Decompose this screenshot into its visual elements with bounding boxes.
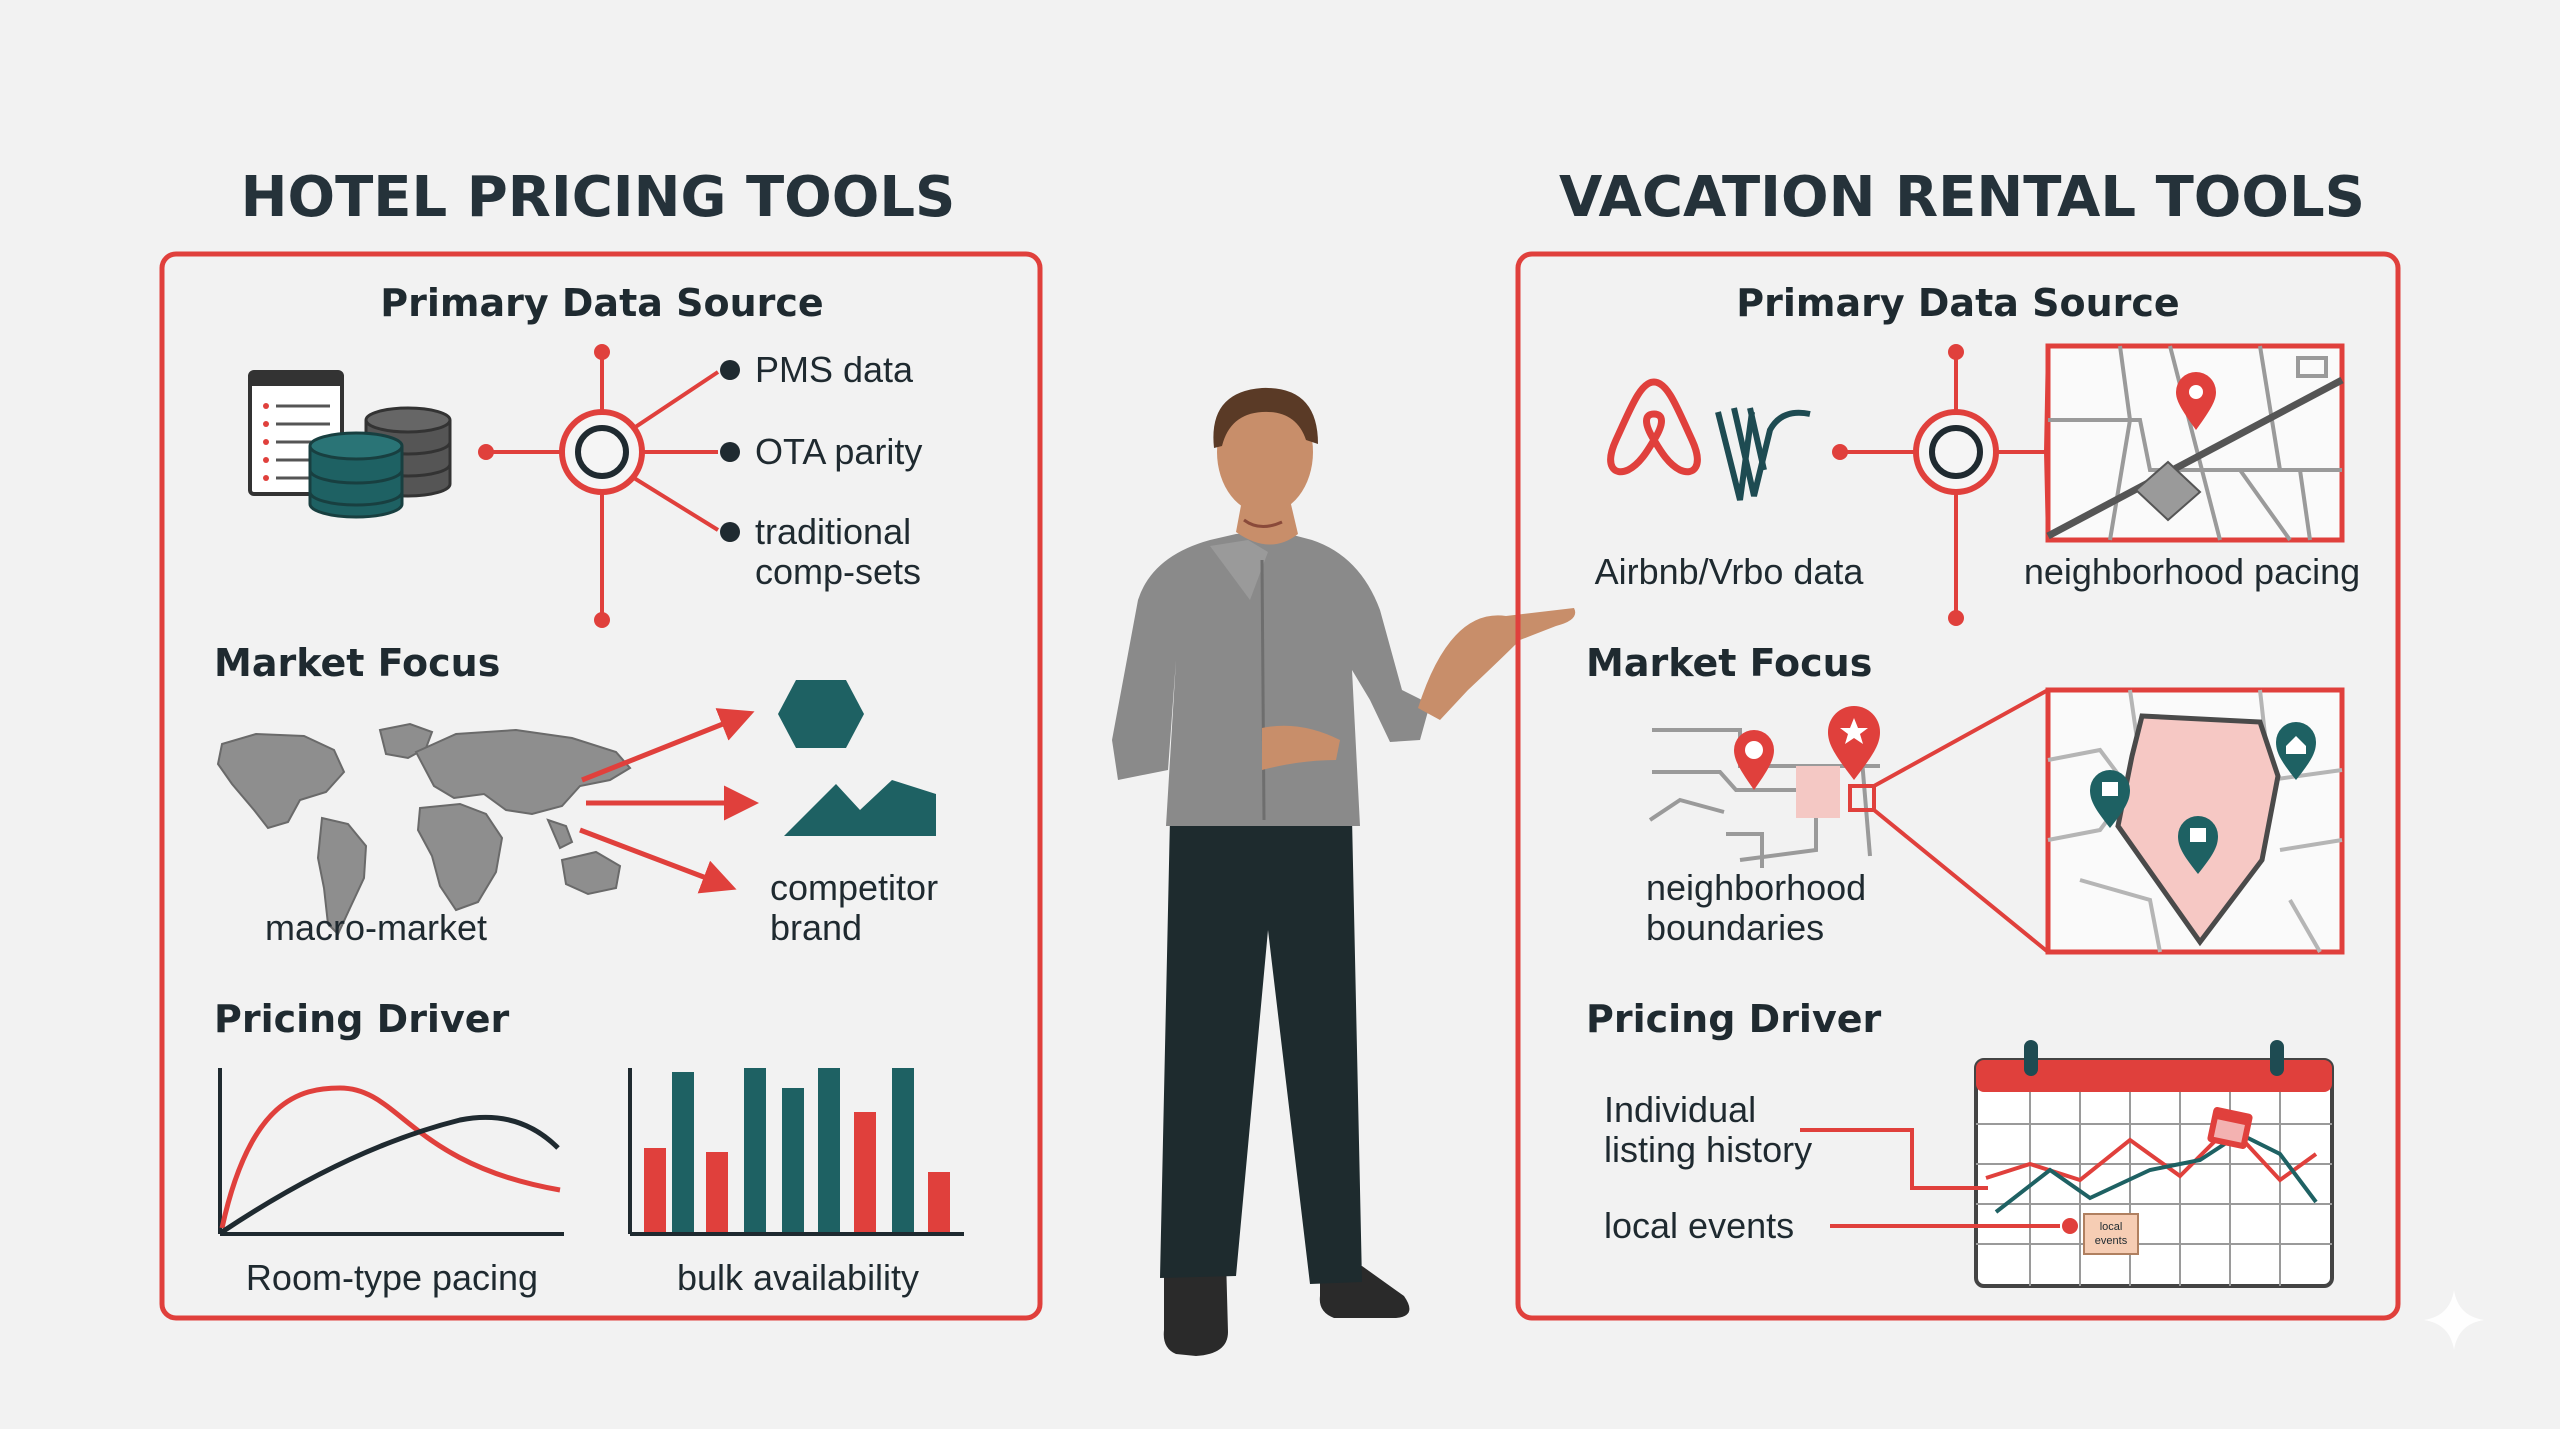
hub-node-icon [478, 344, 720, 628]
neighborhood-label: neighborhood [1646, 867, 1866, 908]
arrow-macro-to-brand-3 [579, 827, 737, 894]
source-item-comp-sets: comp-sets [755, 551, 921, 592]
focus-square [1848, 784, 1876, 812]
boundaries-label: boundaries [1646, 907, 1824, 948]
right-pricing-driver-heading: Pricing Driver [1586, 997, 1882, 1041]
brand-label: brand [770, 907, 862, 948]
home-pin-icon [2276, 722, 2316, 780]
bulk-bar-3 [706, 1152, 728, 1232]
bulk-bar-1 [644, 1148, 666, 1232]
bulk-bar-7 [854, 1112, 876, 1232]
presenter-figure [1112, 387, 1576, 1356]
calendar-pin-icon [2090, 770, 2130, 828]
left-market-focus-heading: Market Focus [214, 641, 500, 685]
arrow-macro-to-brand-1 [581, 708, 755, 783]
calendar-icon [1974, 1040, 2334, 1288]
bulk-availability-chart [628, 1068, 964, 1236]
bulk-bar-4 [744, 1068, 766, 1232]
highlight-area [1796, 766, 1840, 818]
bulk-bar-2 [672, 1072, 694, 1232]
calendar-pin-icon [2178, 816, 2218, 874]
left-primary-data-heading: Primary Data Source [380, 281, 823, 325]
bulk-bar-5 [782, 1088, 804, 1232]
document-icon [248, 370, 344, 496]
mountain-icon [784, 780, 936, 836]
room-type-pacing-chart [218, 1068, 564, 1236]
neighborhood-pacing-label: neighborhood pacing [2024, 551, 2360, 592]
left-panel-title: HOTEL PRICING TOOLS [241, 165, 956, 230]
map-pin-icon [2176, 372, 2216, 430]
right-primary-data-heading: Primary Data Source [1736, 281, 2179, 325]
world-map-icon [216, 722, 632, 936]
local-events-note: local events [2083, 1213, 2139, 1255]
calendar-event-icon [2207, 1106, 2253, 1150]
source-item-traditional: traditional [755, 511, 911, 552]
right-panel-frame [1515, 251, 2401, 1321]
local-events-label: local events [1604, 1205, 1794, 1246]
right-panel-title: VACATION RENTAL TOOLS [1559, 165, 2365, 230]
history-connector [1800, 1128, 1988, 1190]
events-connector-dot [2062, 1218, 2078, 1234]
history-line-red [1985, 1123, 2318, 1183]
data-bullet [720, 360, 740, 542]
pacing-curve-red [219, 1085, 561, 1229]
sparkle-icon [2424, 1290, 2484, 1350]
macro-market-label: macro-market [265, 907, 487, 948]
competitor-label: competitor [770, 867, 938, 908]
star-pin-icon [1828, 706, 1880, 780]
hub-node-icon [1832, 344, 2046, 626]
hexagon-icon [778, 680, 864, 748]
source-item-pms: PMS data [755, 349, 914, 390]
bulk-bar-9 [928, 1172, 950, 1232]
airbnb-vrbo-label: Airbnb/Vrbo data [1595, 551, 1865, 592]
svg-text:local: local [2100, 1221, 2123, 1233]
right-market-focus-heading: Market Focus [1586, 641, 1872, 685]
room-type-pacing-label: Room-type pacing [246, 1257, 538, 1298]
pacing-curve-dark [220, 1114, 560, 1235]
listing-history-label: listing history [1604, 1129, 1812, 1170]
source-item-ota: OTA parity [755, 431, 922, 472]
history-line-teal [1994, 1131, 2318, 1214]
database-icon [308, 406, 452, 519]
airbnb-logo-icon [1607, 378, 1701, 475]
left-panel-frame [159, 251, 1043, 1321]
map-pin-icon [1734, 730, 1774, 790]
individual-label: Individual [1604, 1089, 1756, 1130]
bulk-availability-label: bulk availability [677, 1257, 919, 1298]
left-pricing-driver-heading: Pricing Driver [214, 997, 510, 1041]
zoom-connector [1872, 688, 2050, 954]
vrbo-logo-icon [1715, 407, 1811, 501]
bulk-bar-8 [892, 1068, 914, 1232]
svg-text:events: events [2095, 1235, 2128, 1247]
bulk-bar-6 [818, 1068, 840, 1232]
